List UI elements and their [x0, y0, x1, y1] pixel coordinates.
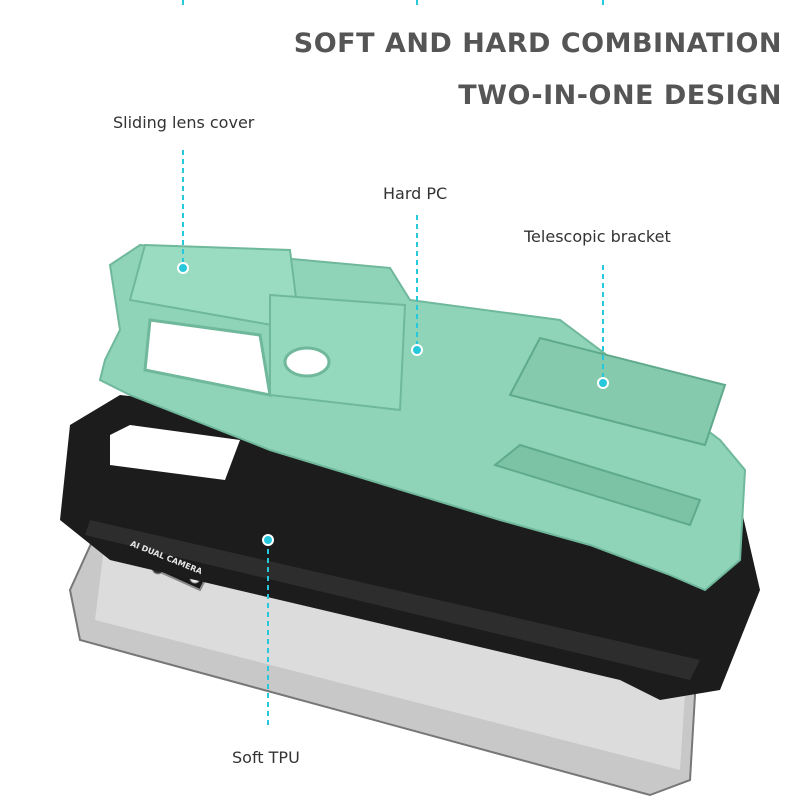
callout-lines [182, 0, 604, 725]
telescopic-bracket [492, 336, 727, 527]
label-telescopic-bracket: Telescopic bracket [524, 227, 671, 246]
label-sliding-lens-cover: Sliding lens cover [113, 113, 255, 132]
headline-line-2: TWO-IN-ONE DESIGN [458, 80, 782, 111]
headline-line-1: SOFT AND HARD COMBINATION [293, 28, 782, 59]
label-soft-tpu: Soft TPU [232, 748, 300, 767]
callout-dots [177, 262, 609, 546]
sliding-lens-cover [128, 243, 407, 412]
hard-pc-case [98, 243, 747, 592]
label-hard-pc: Hard PC [383, 184, 448, 203]
